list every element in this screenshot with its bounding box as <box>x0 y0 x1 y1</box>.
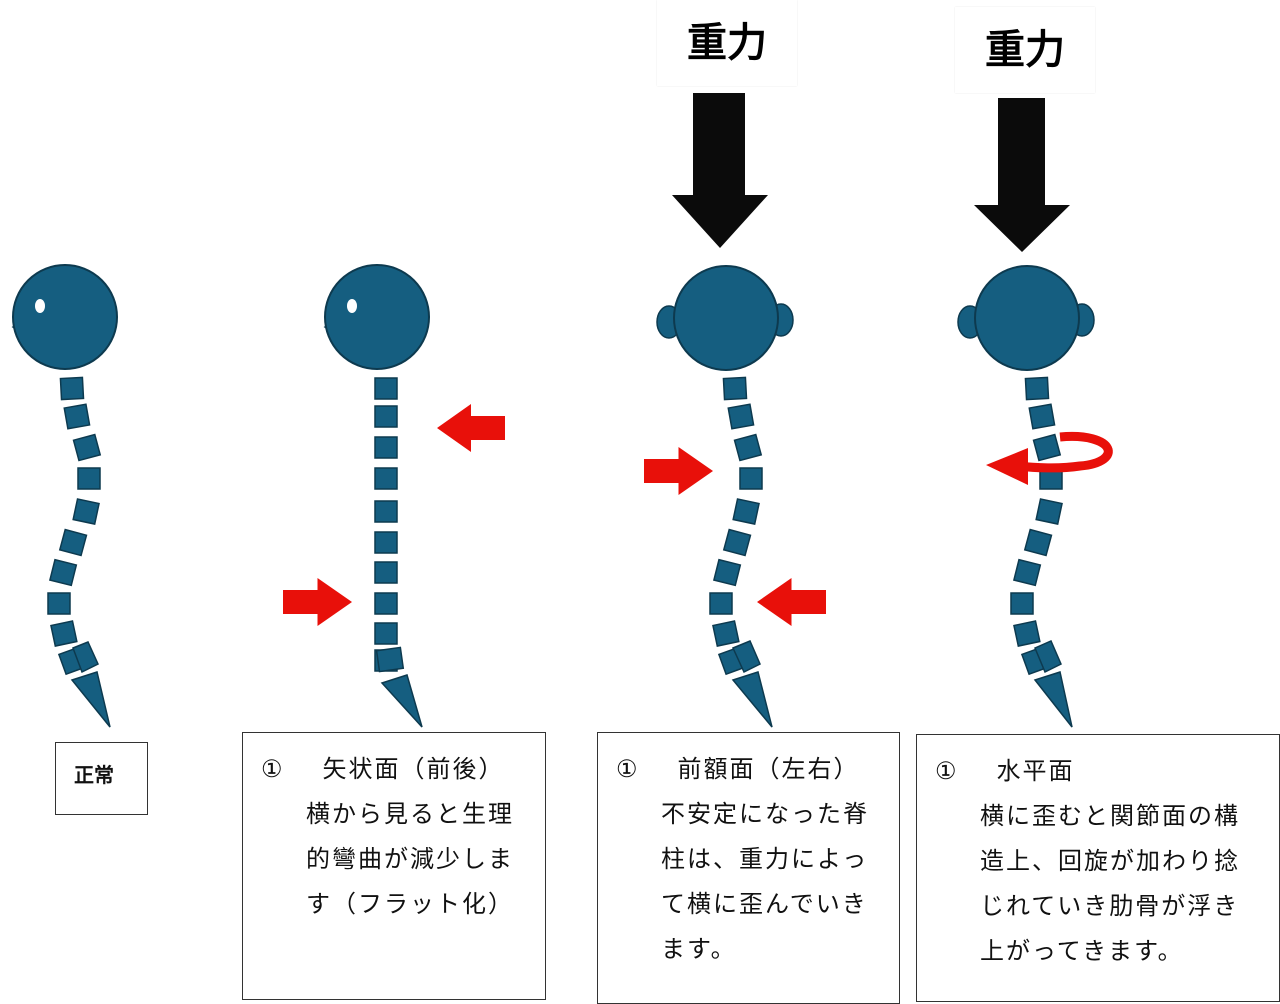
gravity-arrow <box>672 93 768 248</box>
vertebra <box>375 646 405 673</box>
vertebra <box>374 405 398 428</box>
vertebra <box>59 376 85 401</box>
force-arrow-left <box>757 578 826 626</box>
vertebra <box>722 528 752 557</box>
line: 横から見ると生理 <box>306 800 514 828</box>
vertebra <box>72 433 102 462</box>
panel-number: ① <box>616 755 640 783</box>
vertebra <box>1012 558 1042 587</box>
gravity-label-1: 重力 <box>657 0 797 86</box>
horizontal-panel: ① 水平面 横に歪むと関節面の構 造上、回旋が加わり捻 じれていき肋骨が浮き 上が… <box>916 734 1280 1002</box>
vertebra <box>1035 498 1063 525</box>
force-arrow-right <box>644 447 713 495</box>
vertebra <box>50 620 78 647</box>
vertebra <box>739 467 763 490</box>
head <box>974 265 1080 371</box>
vertebra <box>374 531 398 554</box>
vertebra <box>1010 592 1034 615</box>
vertebra <box>374 467 398 490</box>
vertebra <box>374 622 398 645</box>
eye <box>347 299 357 313</box>
gravity-label-2: 重力 <box>955 7 1095 93</box>
head <box>324 264 430 370</box>
vertebra <box>709 592 733 615</box>
normal-label: 正常 <box>55 742 148 815</box>
vertebra <box>1023 528 1053 557</box>
sagittal-panel: ① 矢状面（前後） 横から見ると生理 的彎曲が減少しま す（フラット化） <box>242 732 546 1000</box>
head <box>12 264 118 370</box>
vertebra <box>374 561 398 584</box>
line: 的彎曲が減少しま <box>306 845 514 873</box>
panel-title: 前額面（左右） <box>677 755 860 783</box>
vertebra <box>72 641 99 674</box>
vertebra <box>374 377 398 400</box>
vertebra <box>731 640 761 674</box>
line: す（フラット化） <box>306 890 514 918</box>
line: じれていき肋骨が浮き <box>980 892 1240 920</box>
vertebra <box>1032 433 1062 462</box>
panel-title: 矢状面（前後） <box>322 755 505 783</box>
vertebra <box>374 592 398 615</box>
vertebra <box>72 498 100 525</box>
line: 横に歪むと関節面の構 <box>980 802 1240 830</box>
panel-number: ① <box>935 757 959 785</box>
vertebra <box>374 436 398 459</box>
vertebra <box>1013 620 1041 647</box>
vertebra <box>712 558 742 587</box>
line: ます。 <box>661 935 737 963</box>
rotation-arrow <box>1017 431 1113 473</box>
vertebra <box>374 500 398 523</box>
vertebra <box>58 528 88 557</box>
vertebra <box>63 403 91 430</box>
line: 柱は、重力によっ <box>661 845 869 873</box>
line: て横に歪んでいき <box>661 890 868 918</box>
tailbone <box>380 674 423 728</box>
vertebra <box>733 433 763 462</box>
frontal-panel: ① 前額面（左右） 不安定になった脊 柱は、重力によっ て横に歪んでいき ます。 <box>597 732 900 1004</box>
vertebra <box>1028 403 1056 430</box>
vertebra <box>727 403 755 430</box>
tailbone <box>1033 671 1073 728</box>
tailbone <box>731 671 773 728</box>
force-arrow-left <box>437 404 505 452</box>
vertebra <box>48 558 78 587</box>
eye <box>35 299 45 313</box>
vertebra <box>712 620 740 647</box>
vertebra <box>1034 640 1062 674</box>
rotation-arrowhead <box>986 448 1028 485</box>
vertebra <box>722 376 748 401</box>
vertebra <box>77 467 101 490</box>
vertebra <box>732 498 760 525</box>
panel-number: ① <box>261 755 285 783</box>
line: 造上、回旋が加わり捻 <box>980 847 1240 875</box>
panel-title: 水平面 <box>996 757 1075 785</box>
head <box>673 265 779 371</box>
vertebra <box>47 592 71 615</box>
line: 不安定になった脊 <box>661 800 869 828</box>
gravity-arrow <box>974 98 1070 252</box>
force-arrow-right <box>283 578 352 626</box>
line: 上がってきます。 <box>980 937 1184 965</box>
tailbone <box>70 671 111 728</box>
vertebra <box>1024 376 1050 401</box>
